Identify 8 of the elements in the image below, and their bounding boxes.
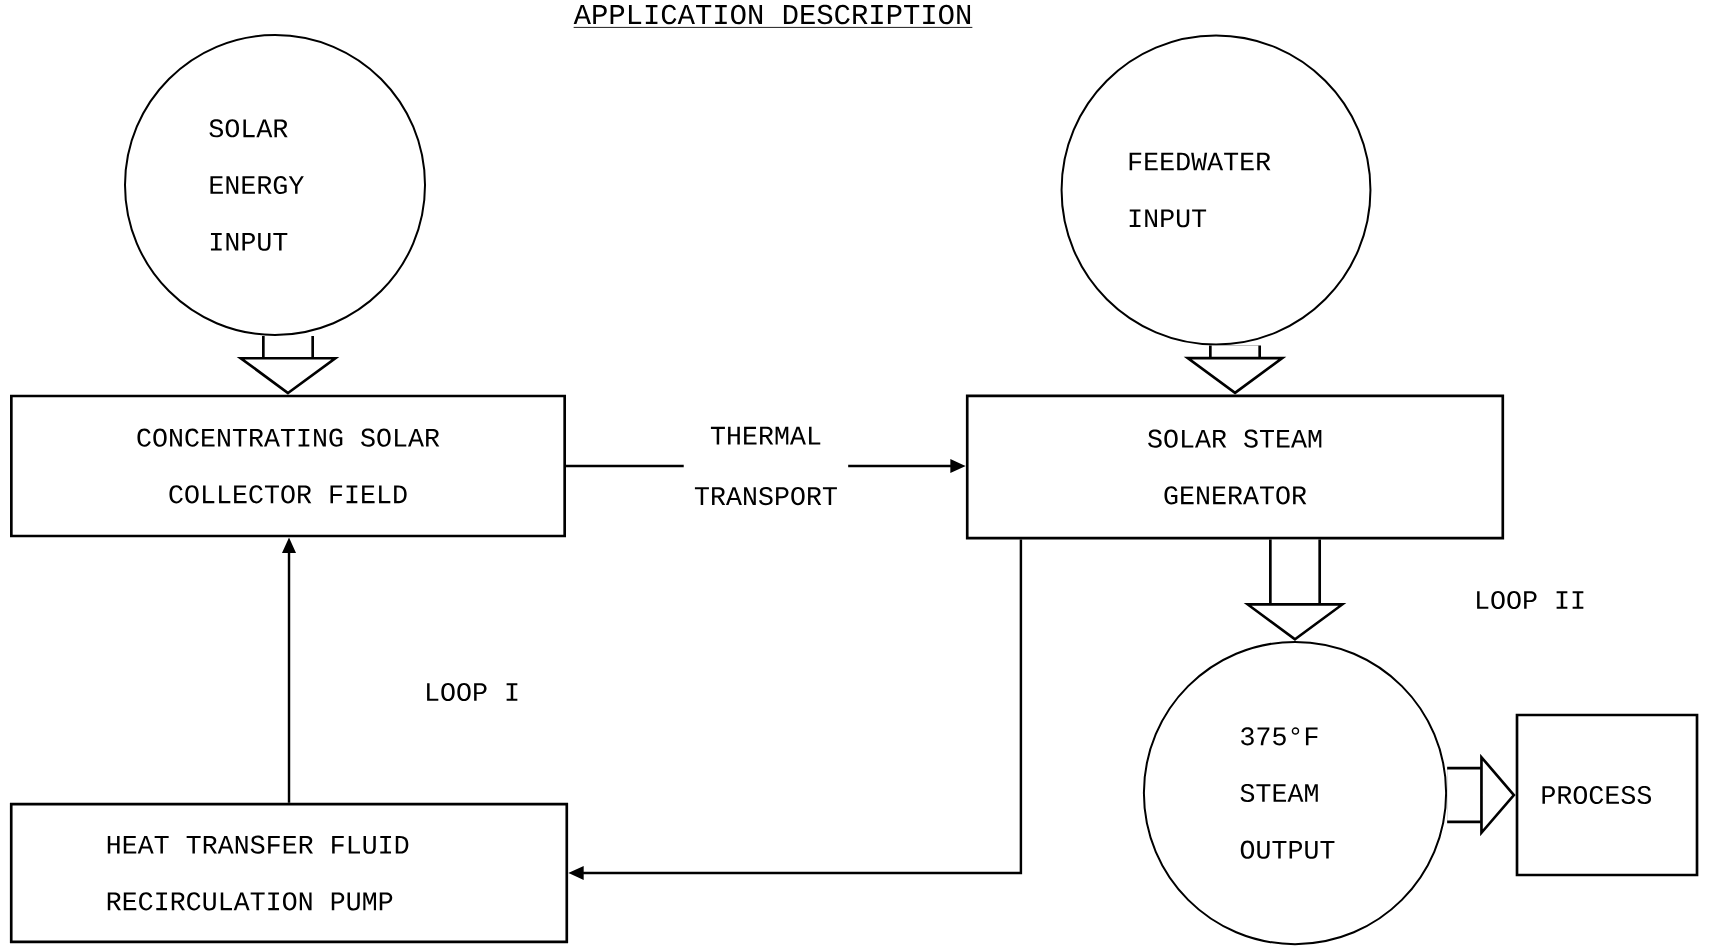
process-box: HEAT TRANSFER FLUID RECIRCULATION PUMP	[9, 802, 569, 944]
process-box: PROCESS	[1515, 713, 1699, 877]
edge-label: THERMAL TRANSPORT	[683, 422, 849, 510]
loop-label: LOOP II	[1477, 590, 1584, 610]
process-box: CONCENTRATING SOLAR COLLECTOR FIELD	[10, 394, 566, 538]
title: APPLICATION DESCRIPTION	[573, 4, 973, 28]
process-box: SOLAR STEAM GENERATOR	[965, 394, 1505, 540]
loop-label: LOOP I	[427, 682, 518, 702]
